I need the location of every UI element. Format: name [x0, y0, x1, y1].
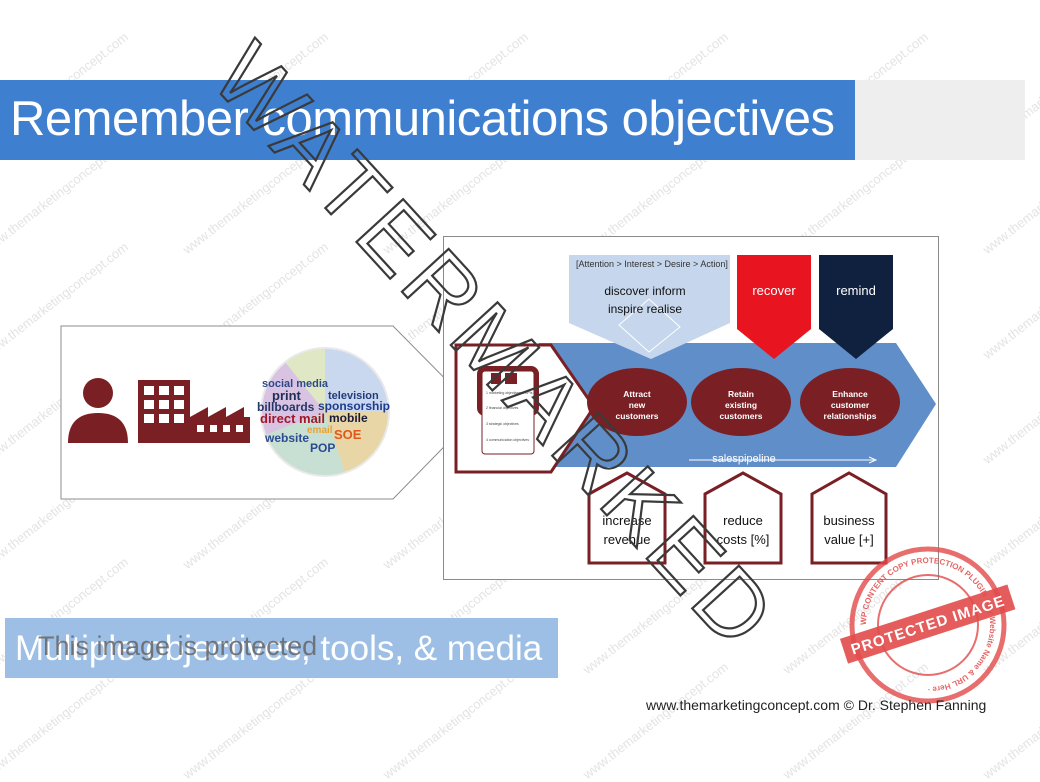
- big-watermark-text: WATERMARKED: [193, 25, 796, 670]
- box-label: business: [823, 513, 875, 528]
- enhance-circle: [800, 368, 900, 436]
- media-disc-icon: [260, 347, 390, 477]
- title-bar-extension: [855, 80, 1025, 160]
- remind-arrow: [819, 255, 893, 359]
- mini-card-line: 3 strategic objectives: [486, 422, 519, 426]
- footer-credit: www.themarketingconcept.com © Dr. Stephe…: [646, 697, 987, 713]
- media-word: billboards: [257, 400, 315, 414]
- tools-media-panel: social media television print sponsorshi…: [60, 325, 480, 500]
- discover-label: discover inform: [604, 284, 685, 298]
- media-word: mobile: [329, 411, 368, 425]
- circle-label: Attract: [623, 389, 651, 399]
- value-box: [810, 471, 888, 565]
- retain-circle: [691, 368, 791, 436]
- box-label: revenue: [604, 532, 651, 547]
- watermark-overlay: WATERMARKED: [192, 24, 797, 671]
- box-label: value [+]: [824, 532, 874, 547]
- circle-label: Enhance: [832, 389, 868, 399]
- box-label: costs [%]: [717, 532, 770, 547]
- box-label: reduce: [723, 513, 763, 528]
- slide-title: Remember communications objectives: [10, 92, 835, 146]
- bottom-label: Multiple objectives, tools, & media: [15, 629, 543, 668]
- protected-stamp: WP CONTENT COPY PROTECTION PLUGIN · My W…: [839, 546, 1016, 704]
- person-icon: [68, 378, 128, 443]
- aida-label: [Attention > Interest > Desire > Action]: [576, 259, 728, 269]
- media-word: sponsorship: [318, 399, 390, 413]
- objectives-diagram: salespipeline [Attention > Interest > De…: [443, 236, 939, 580]
- mini-card-line: 2 financial objectives: [486, 406, 519, 410]
- circle-label: relationships: [824, 411, 877, 421]
- factory-icon: [138, 380, 250, 443]
- circle-label: customer: [831, 400, 870, 410]
- title-bar: [0, 80, 855, 160]
- aida-arrow: [569, 255, 730, 359]
- box-label: increase: [602, 513, 651, 528]
- costs-box: [703, 471, 783, 565]
- protected-notice: This image is protected: [38, 631, 318, 661]
- circle-label: Retain: [728, 389, 754, 399]
- circle-label: customers: [616, 411, 659, 421]
- media-word: website: [264, 431, 309, 445]
- recover-arrow: [737, 255, 811, 359]
- revenue-box: [587, 471, 667, 565]
- mini-card-line: 4 communication objectives: [486, 438, 529, 442]
- circle-label: customers: [720, 411, 763, 421]
- media-word: email: [307, 425, 333, 436]
- pipeline-label: salespipeline: [712, 453, 776, 465]
- media-word: television: [328, 390, 379, 402]
- media-word: direct mail: [260, 411, 325, 426]
- circle-label: new: [629, 400, 646, 410]
- mini-card-line: 1 marketing objectives & KPIs: [486, 391, 533, 395]
- media-word: social media: [262, 378, 329, 390]
- circle-label: existing: [725, 400, 757, 410]
- media-word: POP: [310, 441, 335, 455]
- bottom-label-bar: [5, 618, 558, 678]
- media-word: print: [272, 388, 302, 403]
- remind-label: remind: [836, 283, 876, 298]
- discover-label: inspire realise: [608, 302, 682, 316]
- attract-circle: [587, 368, 687, 436]
- media-word: SOE: [334, 427, 362, 442]
- recover-label: recover: [752, 283, 796, 298]
